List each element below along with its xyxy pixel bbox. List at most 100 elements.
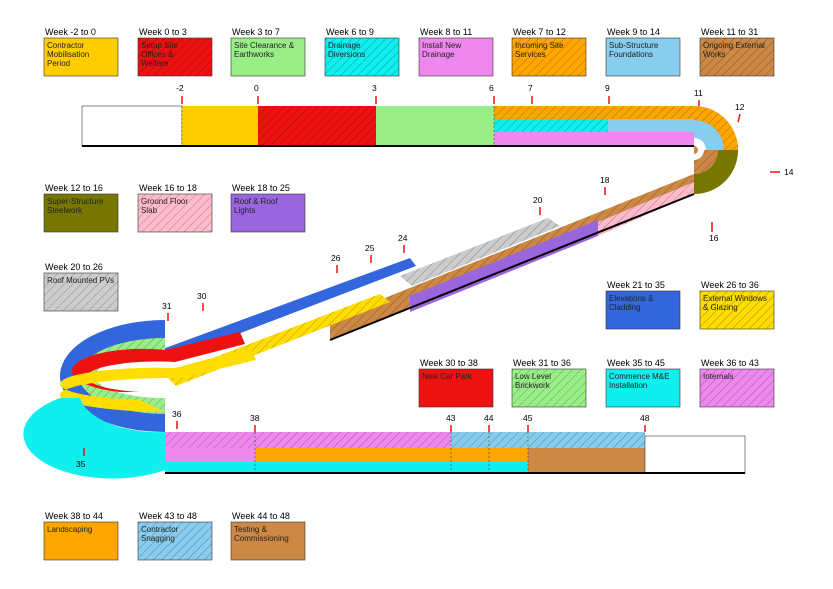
week-marker: 16	[709, 222, 719, 243]
key-line: Site Clearance &	[234, 41, 295, 50]
key-title: Week 18 to 25	[232, 183, 290, 193]
key-line: Roof & Roof	[234, 197, 278, 206]
key-title: Week 30 to 38	[420, 358, 478, 368]
track-band-site-clearance	[376, 106, 494, 146]
week-markers: -2 0 3 6 7 9 11 12 14 16 18 20 24 25 26 …	[76, 83, 794, 469]
week-marker: 36	[172, 409, 182, 429]
key-box-week-3-7: Week 3 to 7 Site Clearance & Earthworks	[230, 27, 306, 77]
week-marker: 48	[640, 413, 650, 432]
key-box-week-26-36: Week 26 to 36 External Windows & Glazing	[699, 280, 775, 330]
key-line: Snagging	[141, 534, 175, 543]
week-marker: 38	[250, 413, 260, 432]
key-line: Ongoing External	[703, 41, 765, 50]
key-line: & Glazing	[703, 303, 738, 312]
svg-text:18: 18	[600, 175, 610, 185]
track-end-blank	[644, 435, 746, 474]
track-start-blank	[81, 105, 183, 147]
svg-text:11: 11	[694, 88, 703, 98]
key-line: Low Level	[515, 372, 551, 381]
key-line: Super-Structure	[47, 197, 104, 206]
key-box-week-20-26: Week 20 to 26 Roof Mounted PVs	[43, 262, 119, 312]
key-line: Steelwork	[47, 206, 83, 215]
key-line: New Car Park	[422, 372, 473, 381]
svg-text:35: 35	[76, 459, 86, 469]
key-line: Mobilisation	[47, 50, 89, 59]
key-title: Week 36 to 43	[701, 358, 759, 368]
week-marker: 18	[600, 175, 610, 195]
key-line: Slab	[141, 206, 158, 215]
week-marker: 24	[398, 233, 408, 253]
key-line: Offices &	[141, 50, 174, 59]
key-box-week-35-45: Week 35 to 45 Commence M&E Installation	[605, 358, 681, 408]
week-marker: 25	[365, 243, 375, 263]
svg-text:26: 26	[331, 253, 341, 263]
key-title: Week 7 to 12	[513, 27, 566, 37]
key-box-week-31-36: Week 31 to 36 Low Level Brickwork	[511, 358, 587, 408]
track-left-hairpin	[23, 320, 256, 479]
key-title: Week 20 to 26	[45, 262, 103, 272]
key-line: Install New	[422, 41, 461, 50]
key-box-week-36-43: Week 36 to 43 Internals	[699, 358, 775, 408]
key-box-week-12-16: Week 12 to 16 Super-Structure Steelwork	[43, 183, 119, 233]
svg-text:48: 48	[640, 413, 650, 423]
key-title: Week 26 to 36	[701, 280, 759, 290]
key-box-week-30-38: Week 30 to 38 New Car Park	[418, 358, 494, 408]
key-line: Earthworks	[234, 50, 274, 59]
key-title: Week 0 to 3	[139, 27, 187, 37]
key-box-week-18-25: Week 18 to 25 Roof & Roof Lights	[230, 183, 306, 233]
track-band-car-park	[72, 332, 246, 392]
track-top-straight	[81, 105, 694, 147]
week-marker: 9	[605, 83, 610, 104]
key-line: Services	[515, 50, 546, 59]
week-marker: 30	[197, 291, 207, 311]
svg-text:36: 36	[172, 409, 182, 419]
key-line: Lights	[234, 206, 255, 215]
key-line: External Windows	[703, 294, 767, 303]
svg-text:16: 16	[709, 233, 719, 243]
week-marker: 31	[162, 301, 172, 321]
key-title: Week 35 to 45	[607, 358, 665, 368]
track-lane-testing	[528, 448, 645, 473]
key-box-week-0-3: Week 0 to 3 Setup Site Offices & Welfare	[137, 27, 213, 77]
key-title: Week 21 to 35	[607, 280, 665, 290]
week-marker: 35	[76, 448, 86, 469]
key-line: Brickwork	[515, 381, 551, 390]
key-line: Works	[703, 50, 726, 59]
key-box-week-11-31: Week 11 to 31 Ongoing External Works	[699, 27, 775, 77]
key-title: Week 31 to 36	[513, 358, 571, 368]
week-marker: 12	[735, 102, 745, 123]
key-line: Incoming Site	[515, 41, 564, 50]
key-box-week-16-18: Week 16 to 18 Ground Floor Slab	[137, 183, 213, 233]
key-line: Contractor	[141, 525, 179, 534]
week-marker: 26	[331, 253, 341, 273]
key-box-week-7-12: Week 7 to 12 Incoming Site Services	[511, 27, 587, 77]
key-line: Ground Floor	[141, 197, 188, 206]
week-marker: 44	[484, 413, 494, 432]
svg-text:30: 30	[197, 291, 207, 301]
key-title: Week 12 to 16	[45, 183, 103, 193]
key-box-week-minus2-0: Week -2 to 0 Contractor Mobilisation Per…	[43, 27, 119, 77]
svg-text:44: 44	[484, 413, 494, 423]
key-title: Week 11 to 31	[701, 27, 758, 37]
key-line: Drainage	[328, 41, 361, 50]
week-marker: 11	[694, 88, 703, 106]
key-line: Commence M&E	[609, 372, 669, 381]
key-line: Landscaping	[47, 525, 92, 534]
key-line: Testing &	[234, 525, 268, 534]
key-title: Week 43 to 48	[139, 511, 197, 521]
key-title: Week 16 to 18	[139, 183, 197, 193]
key-title: Week 38 to 44	[45, 511, 103, 521]
key-title: Week 6 to 9	[326, 27, 374, 37]
key-box-week-8-11: Week 8 to 11 Install New Drainage	[418, 27, 494, 77]
key-box-week-43-48: Week 43 to 48 Contractor Snagging	[137, 511, 213, 561]
key-line: Roof Mounted PVs	[47, 276, 114, 285]
svg-text:43: 43	[446, 413, 456, 423]
svg-text:14: 14	[784, 167, 794, 177]
key-box-week-21-35: Week 21 to 35 Elevations & Cladding	[605, 280, 681, 330]
key-line: Contractor	[47, 41, 85, 50]
key-box-week-6-9: Week 6 to 9 Drainage Diversions	[324, 27, 400, 77]
svg-text:24: 24	[398, 233, 408, 243]
svg-text:6: 6	[489, 83, 494, 93]
svg-text:45: 45	[523, 413, 533, 423]
